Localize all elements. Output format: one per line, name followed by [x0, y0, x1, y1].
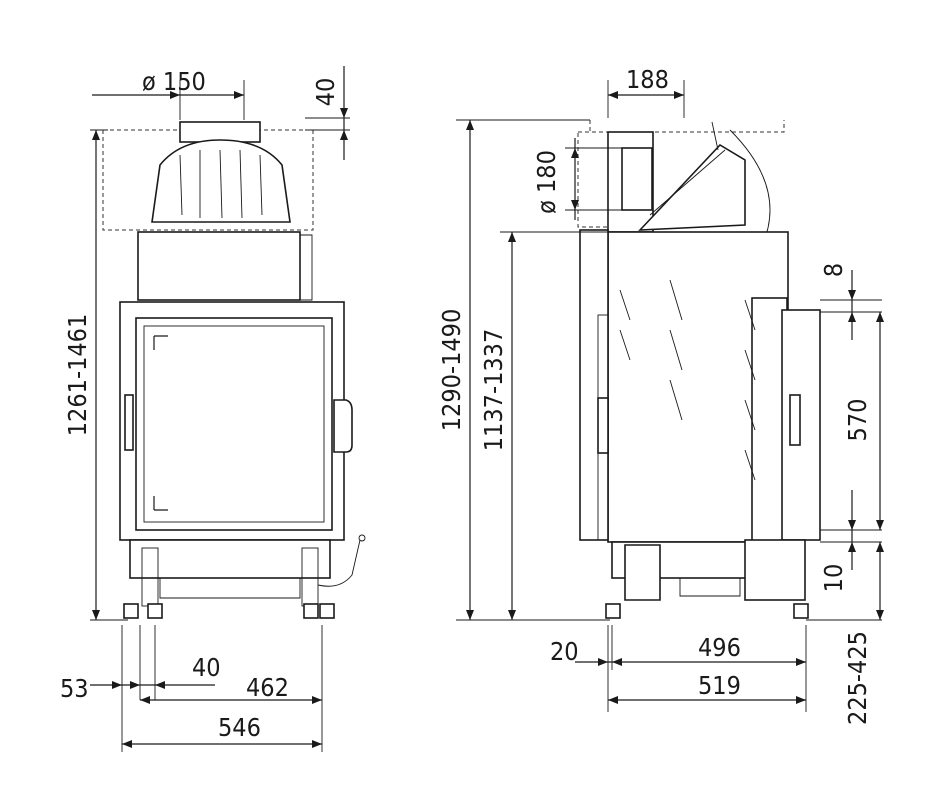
side-total-height-label: 1290-1490 — [437, 309, 466, 432]
door-height-label: 570 — [843, 399, 872, 442]
top-gap-label: 8 — [819, 263, 848, 277]
side-depth-inner-label: 496 — [698, 633, 741, 662]
leg-offset-label: 40 — [192, 653, 221, 682]
left-offset-label: 53 — [60, 674, 89, 703]
top-offset-label: 40 — [311, 78, 340, 107]
flue-offset-side-label: 188 — [626, 65, 669, 94]
flue-diameter-side-label: ø 180 — [532, 150, 561, 214]
front-total-height-label: 1261-1461 — [63, 314, 92, 437]
side-front-offset-label: 20 — [550, 637, 579, 666]
total-width-label: 546 — [218, 713, 261, 742]
leg-height-label: 225-425 — [843, 631, 872, 725]
side-dimension-lines — [466, 91, 884, 704]
side-inner-height-label: 1137-1337 — [479, 329, 508, 452]
front-view — [90, 80, 366, 752]
bottom-gap-label: 10 — [819, 564, 848, 593]
side-depth-total-label: 519 — [698, 671, 741, 700]
side-view — [456, 80, 882, 712]
inner-width-label: 462 — [246, 673, 289, 702]
flue-diameter-front-label: ø 150 — [142, 67, 206, 96]
front-dimension-lines — [90, 66, 348, 748]
